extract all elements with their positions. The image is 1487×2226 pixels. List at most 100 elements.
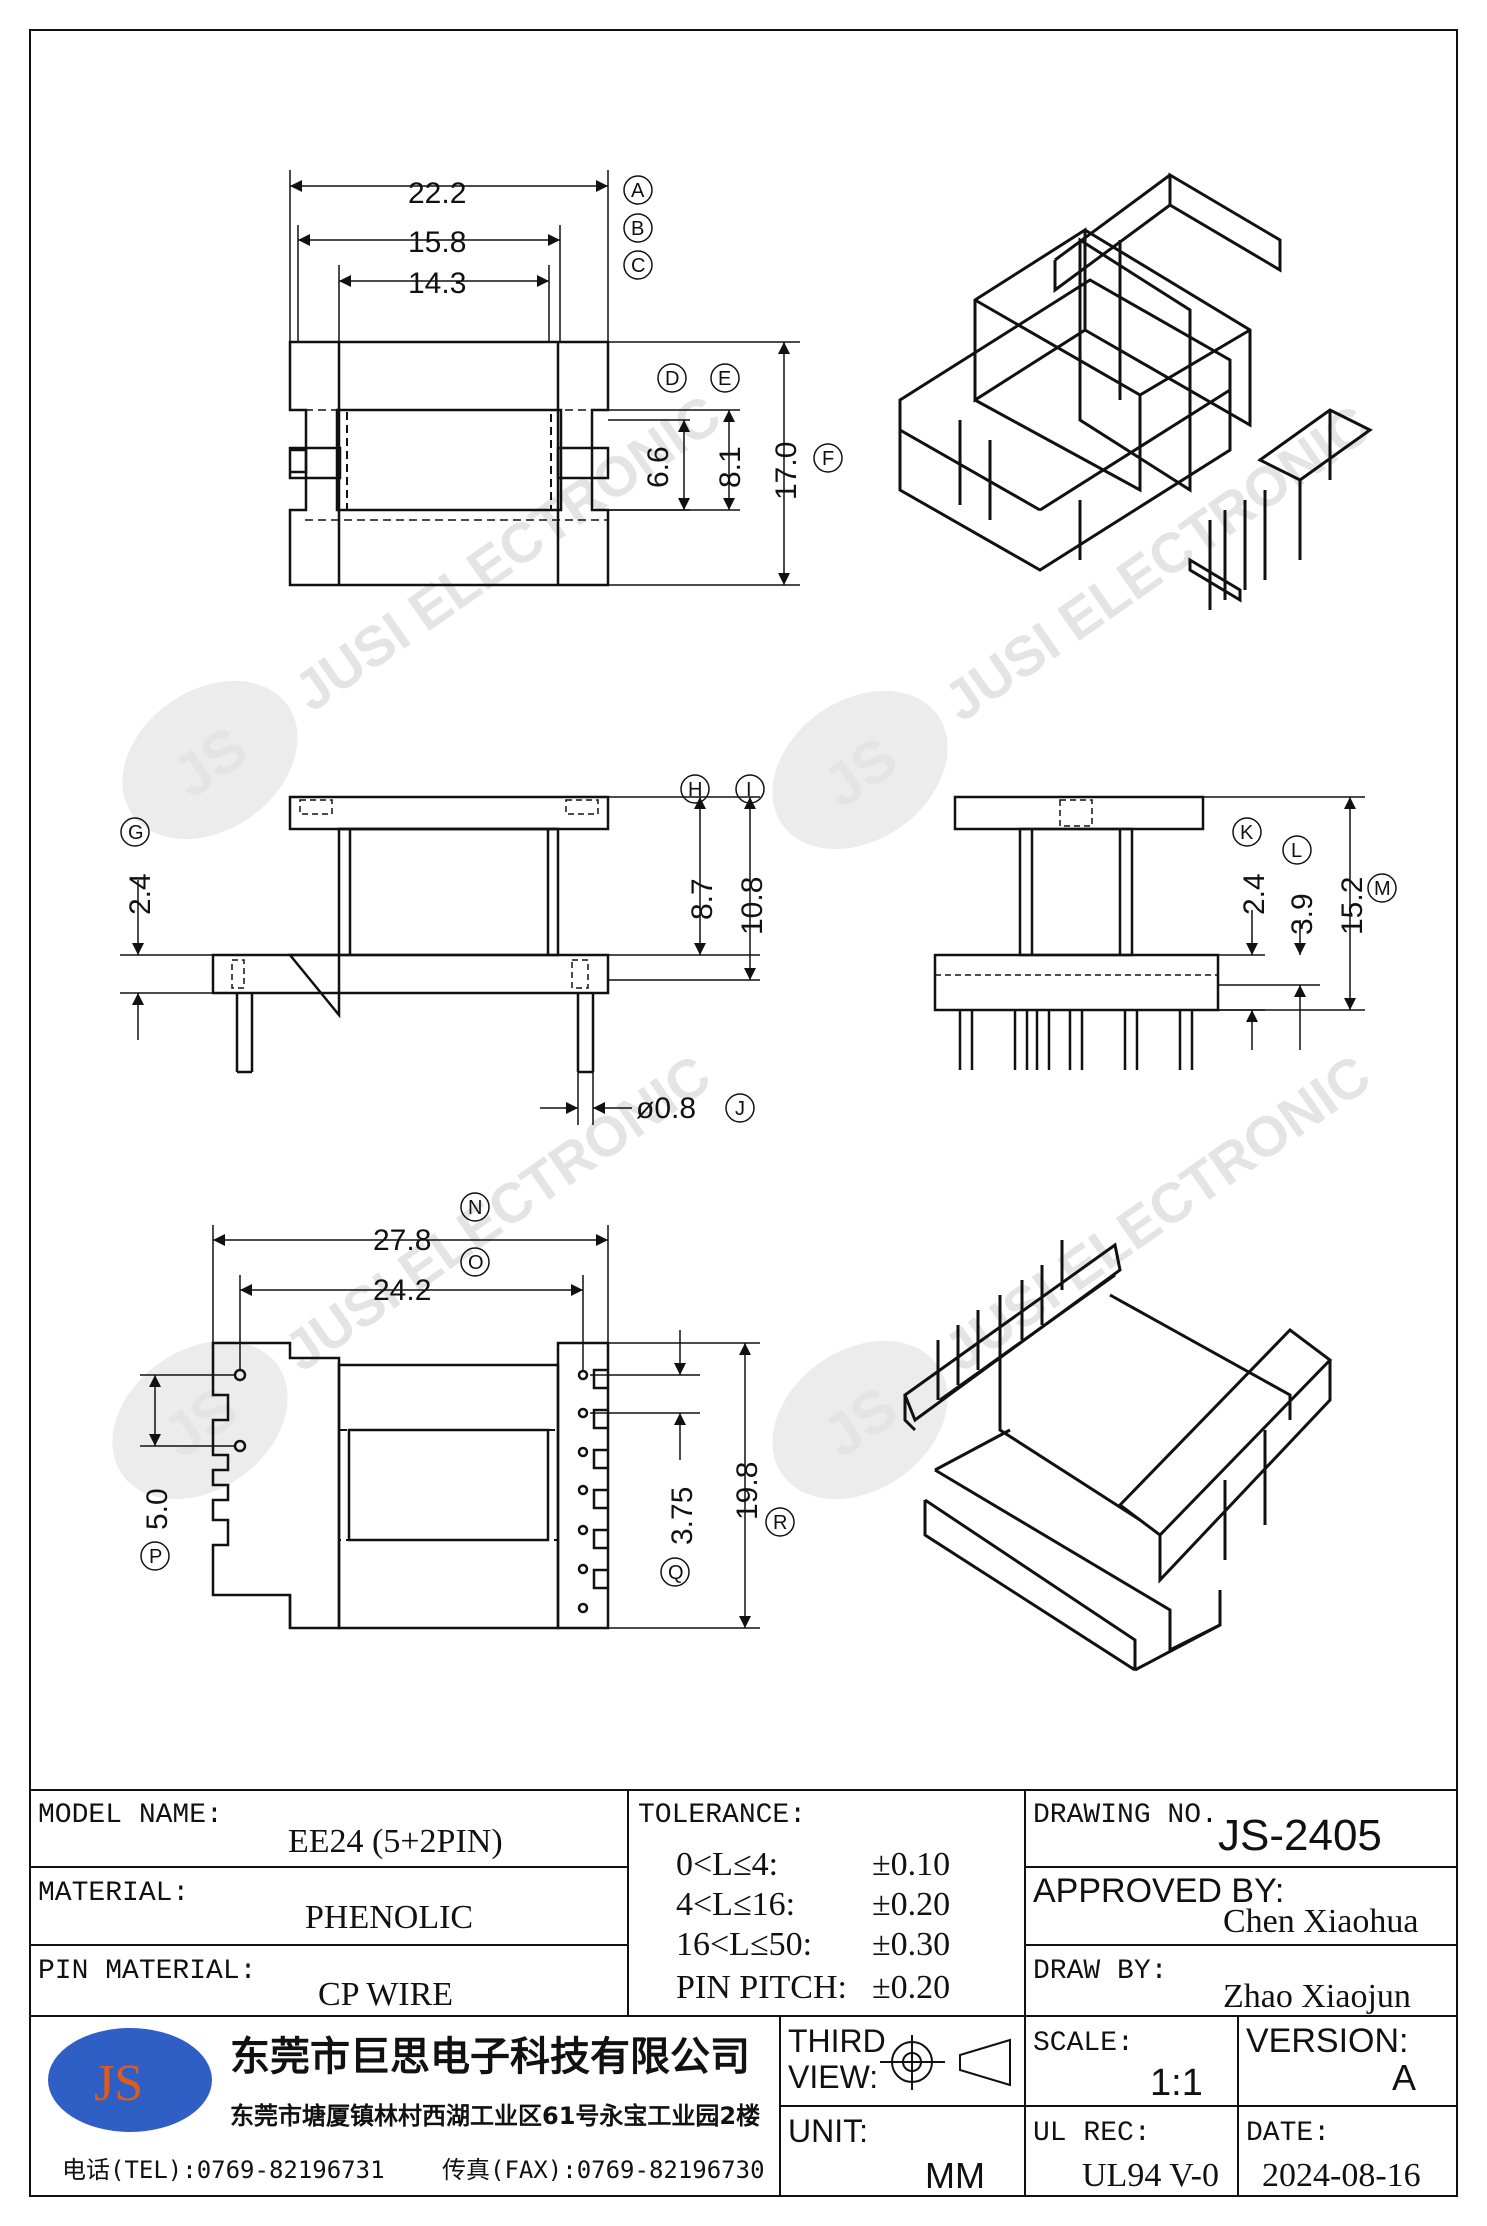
tolerance-label: TOLERANCE: <box>638 1800 806 1831</box>
dim-6-6: 6.6 <box>642 446 675 488</box>
marker-l: L <box>1282 835 1312 865</box>
scale-label: SCALE: <box>1033 2028 1134 2059</box>
title-block-text: MODEL NAME: EE24 (5+2PIN) MATERIAL: PHEN… <box>38 1800 1421 2196</box>
marker-g: G <box>120 817 150 847</box>
svg-text:M: M <box>1374 878 1391 900</box>
svg-text:E: E <box>718 368 731 390</box>
marker-r: R <box>765 1507 795 1537</box>
tolerance-range-3: 16<L≤50: <box>676 1926 812 1963</box>
marker-p: P <box>140 1541 170 1571</box>
dim-5-0: 5.0 <box>141 1488 174 1530</box>
dim-22-2: 22.2 <box>408 177 466 210</box>
company-name: 东莞市巨思电子科技有限公司 <box>230 2034 750 2080</box>
dim-3-75: 3.75 <box>666 1487 699 1545</box>
side-view <box>933 795 1220 1070</box>
model-name: EE24 (5+2PIN) <box>288 1823 503 1860</box>
tolerance-value-1: ±0.10 <box>872 1846 950 1883</box>
tolerance-value-2: ±0.20 <box>872 1886 950 1923</box>
unit-label: UNIT: <box>788 2113 868 2149</box>
svg-text:P: P <box>149 1546 162 1568</box>
third-view-label-1: THIRD <box>788 2023 886 2059</box>
svg-text:J: J <box>735 1098 745 1120</box>
marker-m: M <box>1367 873 1397 903</box>
svg-text:C: C <box>631 255 645 277</box>
approved-by-label: APPROVED BY: <box>1033 1872 1284 1910</box>
marker-f: F <box>813 443 843 473</box>
svg-text:I: I <box>746 779 752 801</box>
unit-value: MM <box>925 2155 985 2196</box>
front-view-labels: 2.4 8.7 10.8 ø0.8 G H I J <box>120 774 769 1125</box>
top-view-labels: 22.2 15.8 14.3 6.6 8.1 17.0 A B C D E F <box>408 175 843 500</box>
approved-by: Chen Xiaohua <box>1223 1903 1418 1940</box>
material-label: MATERIAL: <box>38 1878 189 1909</box>
version-label: VERSION: <box>1246 2022 1408 2060</box>
drawing-no-label: DRAWING NO. <box>1033 1800 1218 1831</box>
top-view-dimensions <box>289 170 800 586</box>
third-angle-projection-symbol <box>880 2035 1011 2090</box>
version-value: A <box>1392 2057 1416 2098</box>
title-block <box>30 1789 1457 2196</box>
marker-h: H <box>680 774 710 804</box>
marker-c: C <box>623 250 653 280</box>
draw-by: Zhao Xiaojun <box>1223 1978 1411 2015</box>
isometric-view-bottom <box>903 1240 1333 1672</box>
svg-text:G: G <box>128 822 144 844</box>
drawing-no: JS-2405 <box>1218 1811 1382 1860</box>
marker-a: A <box>623 175 653 205</box>
date-value: 2024-08-16 <box>1262 2157 1421 2194</box>
pin-material: CP WIRE <box>318 1976 453 2013</box>
tolerance-range-4: PIN PITCH: <box>676 1969 847 2006</box>
svg-text:O: O <box>468 1252 484 1274</box>
svg-text:B: B <box>631 218 644 240</box>
company-address: 东莞市塘厦镇林村西湖工业区61号永宝工业园2楼 <box>230 2102 760 2130</box>
watermark-text: JUSI ELECTRONIC <box>282 382 731 723</box>
svg-text:F: F <box>822 448 834 470</box>
watermark: JS JUSI ELECTRONIC JS JUSI ELECTRONIC JS… <box>112 382 1381 1500</box>
svg-text:Q: Q <box>668 1562 684 1584</box>
pin-material-label: PIN MATERIAL: <box>38 1956 256 1987</box>
marker-d: D <box>657 363 687 393</box>
marker-j: J <box>725 1093 755 1123</box>
bottom-view-labels: 27.8 24.2 5.0 3.75 19.8 N O P Q R <box>140 1192 795 1587</box>
marker-o: O <box>460 1247 490 1277</box>
company-fax: 传真(FAX):0769-82196730 <box>442 2156 765 2184</box>
ul-rec-value: UL94 V-0 <box>1082 2157 1219 2194</box>
front-view <box>211 795 610 1074</box>
side-view-labels: 2.4 3.9 15.2 K L M <box>1232 817 1397 935</box>
scale-value: 1:1 <box>1150 2062 1203 2104</box>
watermark-text: JUSI ELECTRONIC <box>932 392 1381 733</box>
svg-text:H: H <box>688 779 702 801</box>
company-logo: JS <box>48 2028 212 2132</box>
date-label: DATE: <box>1246 2118 1330 2149</box>
svg-text:K: K <box>1240 822 1254 844</box>
tolerance-value-4: ±0.20 <box>872 1969 950 2006</box>
dim-8-7: 8.7 <box>686 878 719 920</box>
dim-2-4-front: 2.4 <box>124 873 157 915</box>
isometric-view-top <box>898 172 1373 610</box>
bottom-view-dimensions <box>140 1225 760 1629</box>
marker-k: K <box>1232 817 1262 847</box>
dim-2-4-side: 2.4 <box>1238 873 1271 915</box>
dim-10-8: 10.8 <box>736 877 769 935</box>
company-tel: 电话(TEL):0769-82196731 <box>62 2156 385 2184</box>
dim-3-9: 3.9 <box>1286 893 1319 935</box>
dim-8-1: 8.1 <box>714 446 747 488</box>
tolerance-value-3: ±0.30 <box>872 1926 950 1963</box>
svg-text:L: L <box>1291 840 1302 862</box>
ul-rec-label: UL REC: <box>1033 2118 1151 2149</box>
svg-text:R: R <box>773 1512 787 1534</box>
svg-text:N: N <box>468 1197 482 1219</box>
dim-27-8: 27.8 <box>373 1224 431 1257</box>
marker-q: Q <box>660 1557 690 1587</box>
tolerance-range-1: 0<L≤4: <box>676 1846 778 1883</box>
third-view-label-2: VIEW: <box>788 2059 878 2095</box>
sheet-border <box>29 29 1458 2197</box>
dim-24-2: 24.2 <box>373 1274 431 1307</box>
dim-17-0: 17.0 <box>770 442 803 500</box>
dim-15-8: 15.8 <box>408 226 466 259</box>
marker-i: I <box>735 774 765 804</box>
marker-n: N <box>460 1192 490 1222</box>
model-name-label: MODEL NAME: <box>38 1800 223 1831</box>
side-view-dimensions <box>1203 796 1365 1050</box>
